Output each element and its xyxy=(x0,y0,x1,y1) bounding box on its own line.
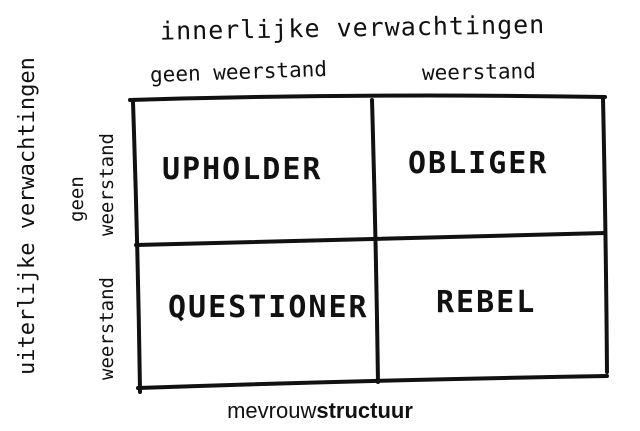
brand-part-bold: structuur xyxy=(316,398,413,423)
middle-vertical-line xyxy=(370,98,380,384)
middle-horizontal-line xyxy=(134,231,607,247)
quadrant-obliger: OBLIGER xyxy=(408,146,549,181)
quadrant-questioner: QUESTIONER xyxy=(168,290,369,325)
outer-right-line xyxy=(601,96,609,374)
brand-logo: mevrouwstructuur xyxy=(0,396,640,426)
outer-left-line xyxy=(131,100,142,394)
quadrant-rebel: REBEL xyxy=(436,285,537,320)
quadrant-upholder: UPHOLDER xyxy=(162,152,323,187)
outer-bottom-line xyxy=(136,374,609,390)
outer-top-line xyxy=(128,93,607,102)
brand-part-regular: mevrouw xyxy=(227,398,317,423)
